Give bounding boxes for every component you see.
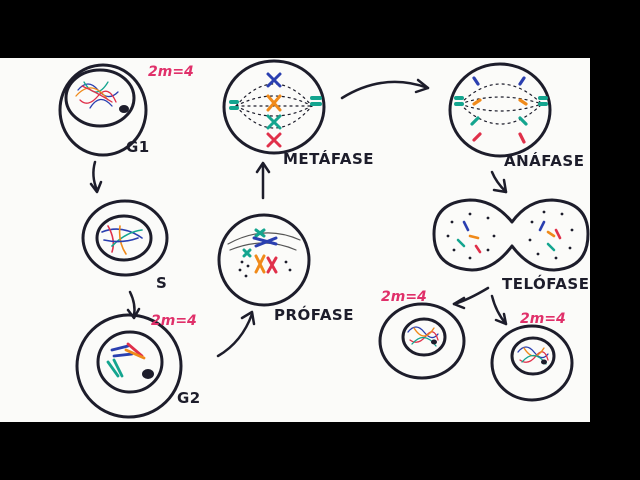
prophase-cell [217,213,311,307]
label-s: S [156,274,168,292]
telophase-chromatids [456,220,562,254]
telophase-cell [432,198,590,272]
label-anaphase: ANÁFASE [504,152,585,170]
anaphase-cell [448,62,552,158]
arrow-prophase-to-metaphase [255,161,271,200]
telophase-dots [446,210,574,260]
g1-nucleolus [119,105,129,113]
prophase-membrane-dots [238,260,292,278]
daughter-cell-left [378,302,466,380]
anaphase-chromatids-right [518,76,528,144]
label-metaphase: METÁFASE [283,150,375,168]
g1-cell [58,63,148,157]
label-prophase: PRÓFASE [274,306,354,324]
g1-chromatin [75,81,119,109]
anaphase-chromatids-left [470,76,482,142]
arrow-g2-to-prophase [216,310,256,358]
arrow-anaphase-to-telophase [490,170,508,194]
metaphase-centrosome-left [229,100,239,110]
label-ploidy-g1: 2m=4 [148,64,194,80]
label-ploidy-daughter-left: 2m=4 [381,289,427,305]
s-chromatin [101,225,143,255]
daughter-left-nucleolus [431,339,437,345]
arrow-g1-to-s [89,160,103,194]
daughter-right-nucleolus [541,359,547,365]
g2-cell [75,313,183,419]
metaphase-centrosome-right [310,96,322,106]
prophase-chromosomes [242,228,278,274]
label-g2: G2 [177,389,201,407]
metaphase-chromosomes [266,72,282,148]
g2-chromosomes [106,342,146,378]
s-cell [81,199,169,277]
metaphase-cell [222,59,326,155]
arrow-telophase-to-daughter-right [490,294,508,326]
daughter-cell-right [490,324,574,402]
arrow-telophase-to-daughter-left [452,286,490,310]
metaphase-spindle [235,83,313,129]
label-telophase: TELÓFASE [502,275,590,293]
anaphase-centrosome-right [538,96,548,106]
arrow-metaphase-to-anaphase [340,78,430,100]
label-ploidy-daughter-right: 2m=4 [520,311,566,327]
anaphase-centrosome-left [454,96,464,106]
label-g1: G1 [126,138,150,156]
daughter-right-chromatin [517,346,549,365]
label-ploidy-g2: 2m=4 [151,313,197,329]
g2-nucleolus [142,369,154,379]
anaphase-spindle [459,83,543,125]
